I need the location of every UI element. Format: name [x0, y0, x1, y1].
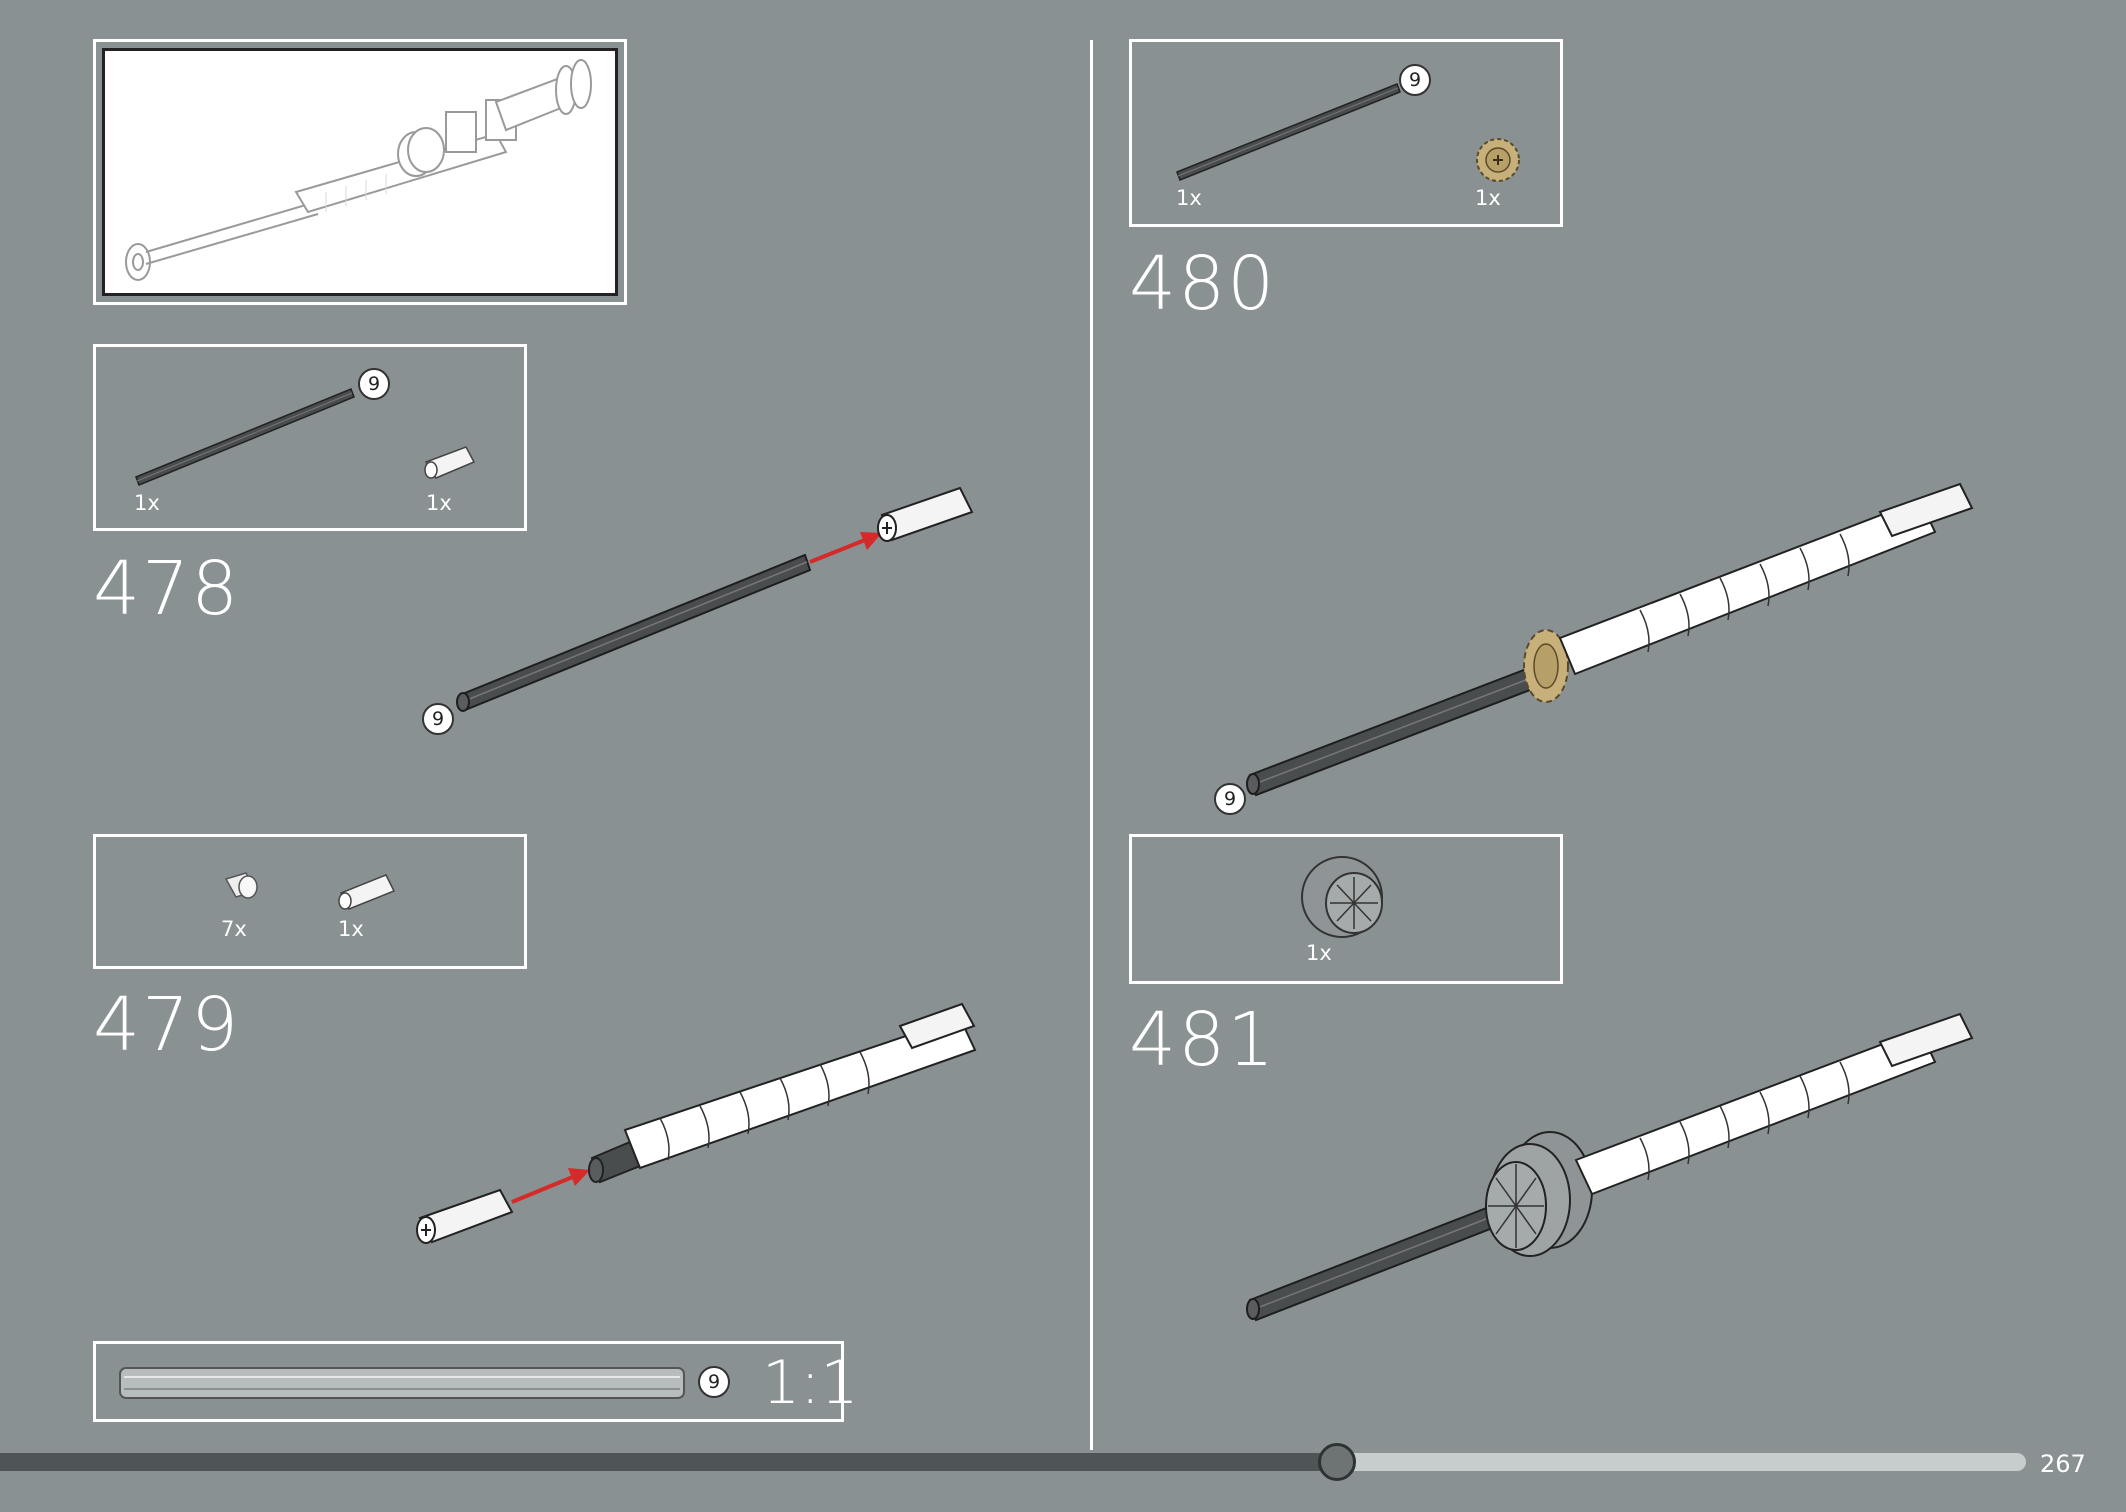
axle-length-badge: 9 — [358, 368, 390, 400]
step-481-parts-box: 1x — [1129, 834, 1563, 984]
step-number: 481 — [1129, 997, 1277, 1083]
step-number: 480 — [1129, 241, 1277, 327]
step-478-illustration — [456, 486, 974, 712]
step-479-parts-box: 7x 1x — [93, 834, 527, 969]
step-number: 478 — [93, 546, 241, 632]
axle-part-image — [135, 388, 355, 486]
part-quantity: 1x — [1176, 186, 1202, 210]
gear-part-image — [1476, 138, 1520, 182]
step-480-illustration — [1246, 482, 1974, 797]
axle-length-badge: 9 — [422, 703, 454, 735]
wheel-part-image — [1301, 856, 1383, 938]
page-divider — [1090, 40, 1093, 1450]
page-number: 267 — [2040, 1450, 2086, 1478]
axle-part-image — [1176, 83, 1401, 181]
part-quantity: 1x — [426, 491, 452, 515]
scale-label: 1:1 — [762, 1348, 859, 1418]
page-progress-knob[interactable] — [1318, 1443, 1356, 1481]
part-quantity: 1x — [338, 917, 364, 941]
step-480-parts-box: 9 1x 1x — [1129, 39, 1563, 227]
part-quantity: 7x — [221, 917, 247, 941]
page-progress-fill — [0, 1453, 1337, 1471]
axle-length-badge: 9 — [1399, 64, 1431, 96]
axle-connector-part-image — [424, 446, 476, 479]
scale-guide-box: 9 1:1 — [93, 1341, 859, 1422]
axle-connector-part-image — [338, 874, 396, 910]
part-quantity: 1x — [1306, 941, 1332, 965]
overview-model-image — [125, 59, 592, 281]
axle-length-badge: 9 — [1214, 783, 1246, 815]
overview-box — [93, 39, 627, 305]
axle-scale-image — [119, 1367, 685, 1399]
part-quantity: 1x — [134, 491, 160, 515]
part-quantity: 1x — [1475, 186, 1501, 210]
step-479-illustration — [416, 1002, 977, 1244]
step-478-parts-box: 9 1x 1x — [93, 344, 527, 531]
bush-part-image — [224, 872, 258, 899]
step-481-illustration — [1246, 1012, 1974, 1322]
step-number: 479 — [93, 982, 241, 1068]
axle-length-badge: 9 — [698, 1366, 730, 1398]
